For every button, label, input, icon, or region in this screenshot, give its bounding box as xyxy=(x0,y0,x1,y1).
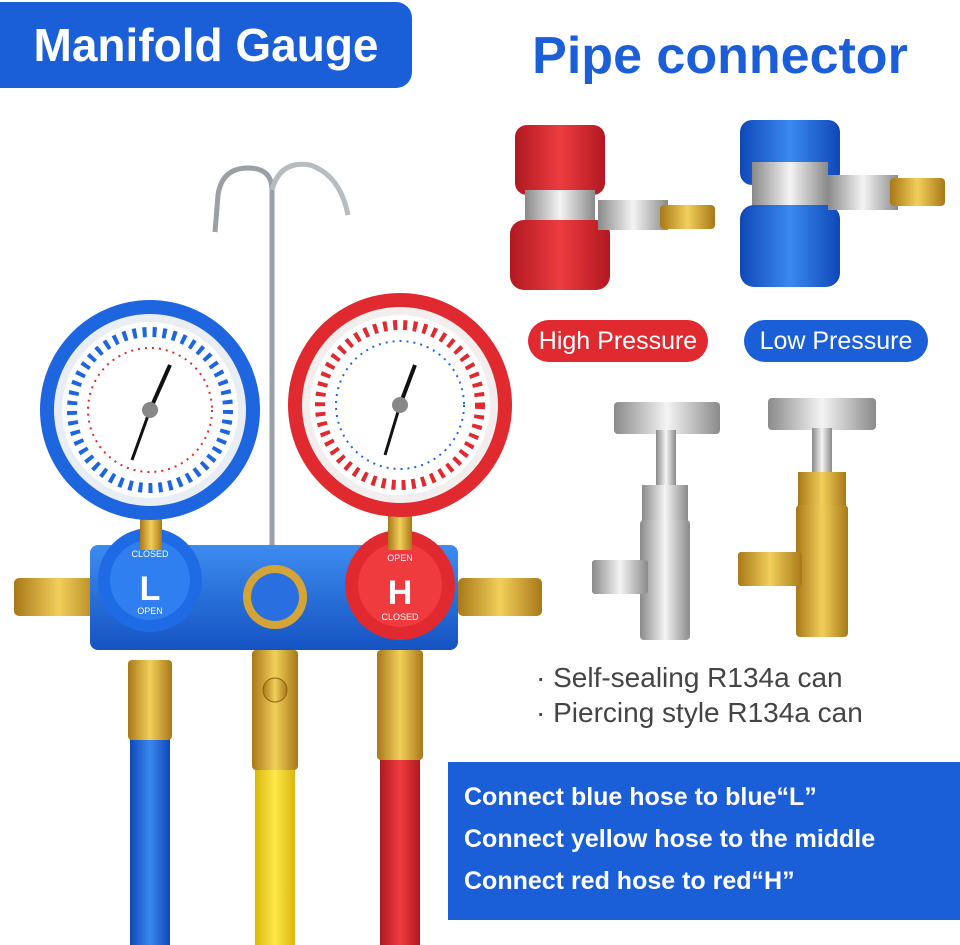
blue-hose xyxy=(128,660,172,945)
high-pressure-gauge xyxy=(288,293,512,550)
low-pressure-coupler xyxy=(740,120,945,287)
right-port xyxy=(458,578,542,616)
section-heading: Pipe connector xyxy=(532,27,908,85)
red-hose xyxy=(377,650,423,945)
svg-text:CLOSED: CLOSED xyxy=(381,612,419,622)
can-tap-notes: · Self-sealing R134a can · Piercing styl… xyxy=(536,660,863,730)
high-knob-label: H xyxy=(388,574,413,612)
low-pressure-gauge xyxy=(40,300,260,550)
high-pressure-coupler xyxy=(510,125,715,290)
svg-text:OPEN: OPEN xyxy=(387,553,413,563)
high-side-knob: H OPEN CLOSED xyxy=(345,530,455,640)
page-title: Manifold Gauge xyxy=(0,2,412,88)
left-port xyxy=(14,578,104,616)
high-pressure-badge: High Pressure xyxy=(528,320,708,362)
instruction-item: Connect yellow hose to the middle xyxy=(464,825,876,853)
instruction-item: Connect blue hose to blue“L” xyxy=(464,783,817,811)
low-pressure-badge: Low Pressure xyxy=(744,320,928,362)
note-item: · Self-sealing R134a can xyxy=(536,662,843,693)
yellow-hose xyxy=(252,650,298,945)
svg-text:OPEN: OPEN xyxy=(137,606,163,616)
hanging-hook xyxy=(212,165,275,545)
low-knob-label: L xyxy=(140,570,161,608)
instruction-item: Connect red hose to red“H” xyxy=(464,867,795,895)
self-sealing-can-tap xyxy=(592,402,720,640)
hose-instructions: Connect blue hose to blue“L” Connect yel… xyxy=(448,762,960,920)
piercing-can-tap xyxy=(738,398,876,637)
low-side-knob: L CLOSED OPEN xyxy=(98,528,202,632)
note-item: · Piercing style R134a can xyxy=(536,697,863,728)
svg-text:CLOSED: CLOSED xyxy=(131,549,169,559)
